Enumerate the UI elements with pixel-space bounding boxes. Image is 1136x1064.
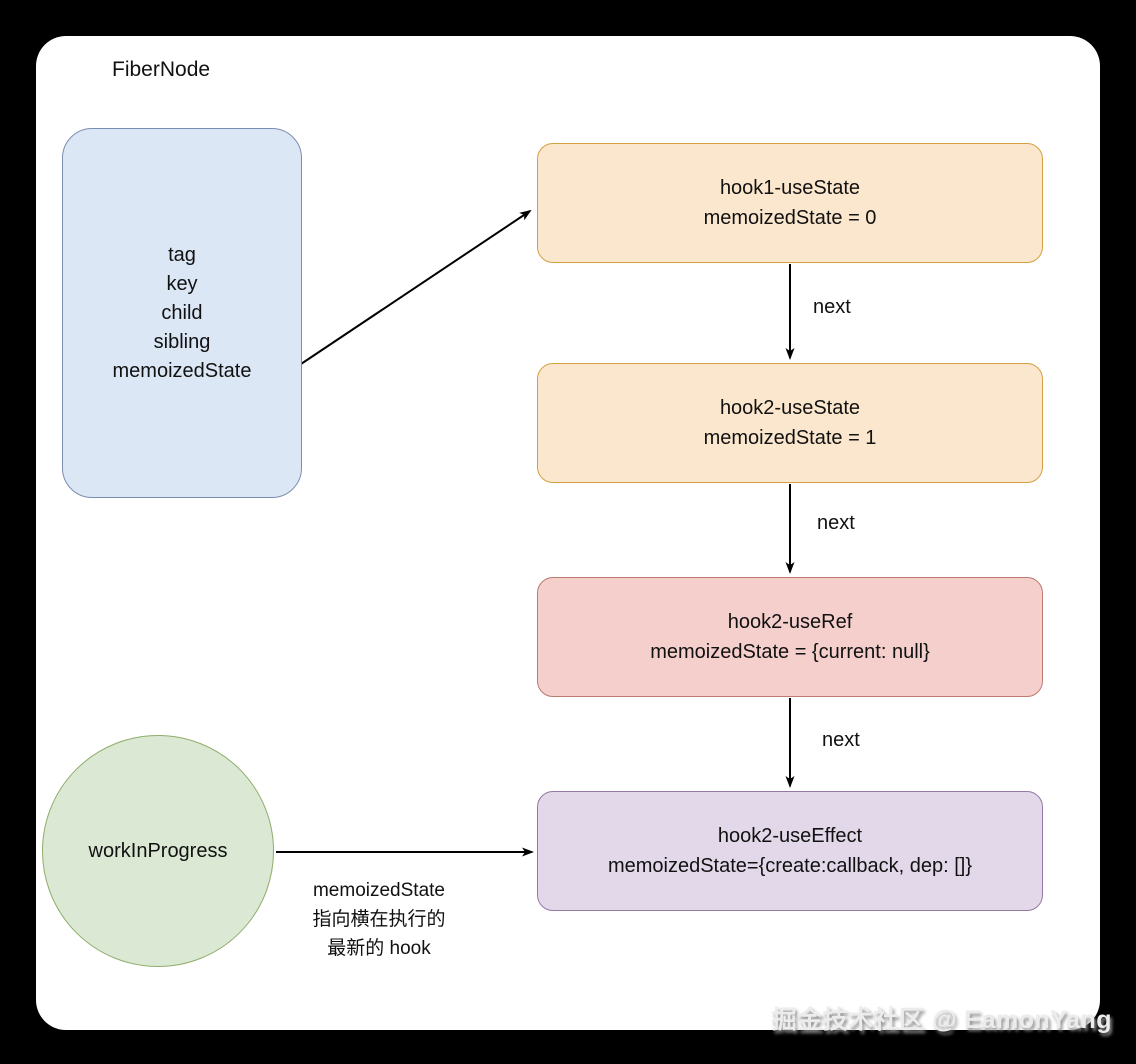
hook2-useeffect-value: memoizedState={create:callback, dep: []} (607, 855, 973, 877)
fiber-field-tag: tag (168, 243, 196, 266)
edge-label-next-1: next (813, 296, 851, 318)
hook2-usestate-value: memoizedState = 1 (703, 427, 877, 449)
hook2-useeffect-title: hook2-useEffect (717, 825, 863, 847)
hook2-usestate-node: hook2-useState memoizedState = 1 (537, 363, 1043, 483)
annotation-memoizedstate-note: memoizedState 指向横在执行的 最新的 hook (284, 876, 474, 963)
fiber-node-box: tag key child sibling memoizedState (62, 128, 302, 498)
hook2-useref-title: hook2-useRef (727, 611, 853, 633)
hook1-usestate-node: hook1-useState memoizedState = 0 (537, 143, 1043, 263)
work-in-progress-node: workInProgress (42, 735, 274, 967)
diagram-canvas: FiberNode tag key child sibling memoized… (36, 36, 1100, 1030)
edge-label-next-3: next (822, 729, 860, 751)
annotation-line-3: 最新的 hook (327, 938, 431, 959)
hook1-usestate-title: hook1-useState (719, 177, 861, 199)
hook2-usestate-title: hook2-useState (719, 397, 861, 419)
annotation-line-2: 指向横在执行的 (312, 909, 446, 930)
edge-label-next-2: next (817, 512, 855, 534)
fiber-field-sibling: sibling (153, 330, 211, 353)
arrow-fiber-to-hook1 (297, 209, 532, 367)
work-in-progress-label: workInProgress (88, 839, 228, 862)
annotation-line-1: memoizedState (312, 880, 445, 901)
fiber-node-fields: tag key child sibling memoizedState (113, 241, 252, 386)
fiber-field-child: child (161, 301, 203, 324)
hook1-usestate-value: memoizedState = 0 (703, 207, 877, 229)
fiber-field-memoizedstate: memoizedState (112, 359, 252, 382)
hook2-useeffect-node: hook2-useEffect memoizedState={create:ca… (537, 791, 1043, 911)
hook2-useref-node: hook2-useRef memoizedState = {current: n… (537, 577, 1043, 697)
fiber-field-key: key (166, 272, 198, 295)
hook2-useref-value: memoizedState = {current: null} (650, 641, 930, 663)
watermark: 掘金技术社区 @ EamonYang (771, 1006, 1112, 1034)
diagram-title: FiberNode (112, 58, 211, 81)
